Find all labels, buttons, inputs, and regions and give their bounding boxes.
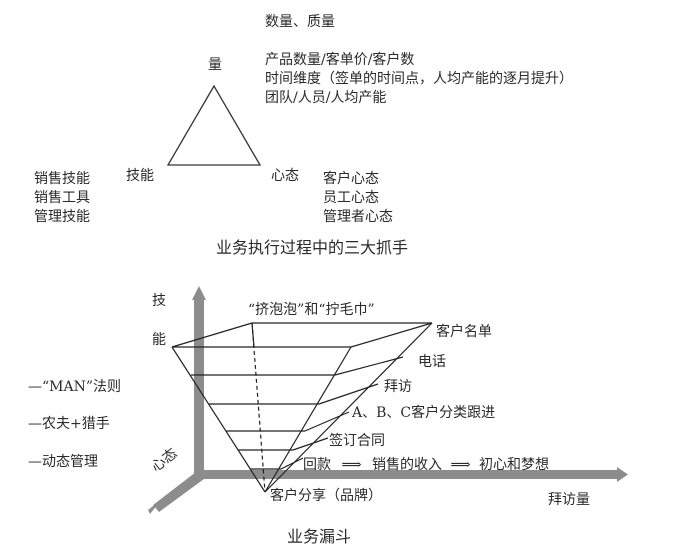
top-notes-header: 数量、质量 [265, 14, 335, 30]
axes [148, 286, 628, 514]
stage-label: 电话 [418, 354, 446, 370]
left-notes-list: 销售技能 销售工具 管理技能 [34, 170, 90, 227]
left-note-item: 管理技能 [34, 209, 90, 225]
vertex-label-right: 心态 [271, 168, 299, 184]
final-stage-label: 回款 [303, 457, 331, 473]
top-note-item: 时间维度（签单的时间点，人均产能的逐月提升） [265, 71, 573, 87]
stage-label: 客户名单 [436, 324, 492, 340]
right-note-item: 员工心态 [323, 190, 379, 206]
final-stage-row: 回款 ⟹ 销售的收入 ⟹ 初心和梦想 [303, 456, 549, 474]
triangle-shape [166, 84, 262, 166]
funnel-top-label: “挤泡泡”和“拧毛巾” [248, 302, 375, 318]
right-note-item: 客户心态 [323, 171, 379, 187]
axis-label-horizontal: 拜访量 [548, 492, 590, 508]
left-method-item: —农夫+猎手 [28, 416, 110, 432]
top-note-item: 团队/人员/人均产能 [265, 90, 387, 106]
vertex-label-left: 技能 [126, 168, 154, 184]
left-method-item: —“MAN”法则 [28, 379, 122, 395]
funnel-bottom-label: 客户分享（品牌） [270, 488, 382, 504]
axis-label-vertical-1: 技 [152, 293, 166, 309]
vertex-label-top: 量 [208, 57, 222, 73]
stage-label: A、B、C客户分类跟进 [352, 405, 496, 421]
axis-label-vertical-2: 能 [152, 332, 166, 348]
stage-label: 拜访 [384, 379, 412, 395]
flow-item: 初心和梦想 [478, 457, 549, 473]
left-note-item: 销售技能 [34, 171, 90, 187]
top-note-item: 产品数量/客单价/客户数 [265, 52, 415, 68]
left-method-item: —动态管理 [28, 454, 98, 470]
funnel-caption: 业务漏斗 [287, 527, 352, 546]
funnel-shape [171, 322, 433, 493]
top-notes-list: 产品数量/客单价/客户数 时间维度（签单的时间点，人均产能的逐月提升） 团队/人… [265, 51, 573, 108]
flow-item: 销售的收入 [371, 457, 442, 473]
double-arrow-icon: ⟹ [450, 457, 471, 473]
right-notes-list: 客户心态 员工心态 管理者心态 [323, 170, 393, 227]
triangle-caption: 业务执行过程中的三大抓手 [216, 238, 409, 257]
double-arrow-icon: ⟹ [341, 457, 362, 473]
right-note-item: 管理者心态 [323, 209, 393, 225]
stage-label: 签订合同 [329, 433, 385, 449]
left-note-item: 销售工具 [34, 190, 90, 206]
